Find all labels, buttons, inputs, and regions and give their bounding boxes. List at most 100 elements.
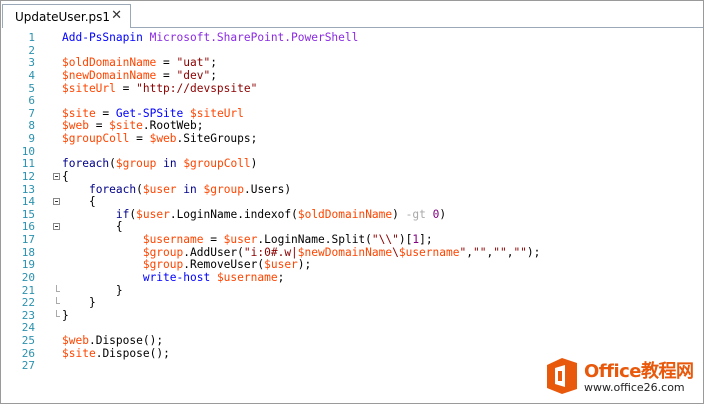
code-line: write-host $username; (62, 270, 682, 285)
code-token: write-host (142, 270, 211, 284)
code-token: Split (331, 233, 366, 246)
line-number: 26 (21, 346, 35, 360)
line-number: 12 (21, 169, 35, 183)
fold-end-marker (53, 309, 63, 323)
code-token: . (243, 182, 251, 196)
code-token: { (62, 195, 96, 209)
collapse-icon[interactable] (53, 198, 60, 206)
tab-bar: UpdateUser.ps1 ✕ (1, 1, 703, 28)
code-token: ]; (419, 233, 433, 246)
code-token: ; (210, 56, 217, 70)
code-token: AddUser (190, 245, 238, 259)
code-token: ( (109, 157, 116, 171)
line-number: 25 (21, 334, 35, 347)
line-number: 9 (28, 132, 35, 145)
code-token: $siteUrl (62, 81, 116, 95)
line-number: 14 (21, 195, 35, 209)
watermark-url: www.office26.com (584, 381, 685, 394)
code-token: ) (284, 182, 292, 196)
code-token: , (486, 245, 494, 259)
code-token: "http://devspsite" (136, 81, 258, 95)
code-line: $oldDomainName = "uat"; (62, 56, 682, 70)
code-area[interactable]: Add-PsSnapin Microsoft.SharePoint.PowerS… (62, 31, 682, 373)
code-token: $user (142, 182, 177, 196)
code-token: 0 (432, 207, 440, 221)
code-token: "" (513, 245, 527, 259)
tab-divider (131, 27, 703, 28)
code-token: Users (250, 182, 285, 196)
code-token (197, 183, 204, 196)
code-token: $user (223, 233, 258, 246)
close-icon[interactable]: ✕ (111, 8, 122, 23)
fold-row (53, 196, 63, 209)
code-token: $newDomainName (62, 68, 157, 82)
code-token: SiteGroups (183, 132, 251, 145)
code-token: . (183, 245, 190, 259)
code-token: $group (142, 258, 184, 272)
code-token: ); (297, 258, 312, 272)
line-number: 19 (21, 258, 35, 272)
code-token: = (156, 68, 177, 82)
code-token: $web (62, 334, 89, 347)
line-number: 5 (28, 81, 35, 95)
line-number: 10 (21, 144, 35, 158)
code-line: $web = $site.RootWeb; (62, 120, 682, 133)
code-line: $newDomainName = "dev"; (62, 68, 682, 83)
code-token: (); (149, 346, 170, 360)
code-token: in (183, 182, 197, 196)
code-token: $username (142, 233, 204, 246)
code-token: -gt (405, 207, 426, 221)
code-token: "" (472, 245, 487, 259)
code-token: ; (196, 119, 204, 133)
code-token: } (62, 296, 96, 310)
tab-updateuser[interactable]: UpdateUser.ps1 ✕ (2, 4, 131, 28)
line-number: 17 (21, 233, 35, 246)
code-token: . (169, 207, 177, 221)
fold-end-marker (53, 284, 63, 298)
code-line: { (62, 195, 682, 209)
code-token: ; (277, 270, 285, 284)
code-token: } (62, 308, 69, 322)
code-token: Microsoft.SharePoint.PowerShell (149, 31, 359, 44)
code-token: $groupColl (62, 132, 130, 145)
code-token: = (156, 56, 177, 70)
line-number: 11 (21, 157, 35, 171)
fold-row (53, 171, 63, 184)
code-token: "" (493, 245, 507, 259)
code-token: ); (526, 245, 541, 259)
fold-row (53, 221, 63, 234)
code-token: Get-SPSite (115, 106, 184, 120)
code-line: $web.Dispose(); (62, 334, 682, 348)
line-number: 20 (21, 270, 35, 284)
line-number: 7 (28, 106, 35, 120)
code-token: $oldDomainName (62, 56, 157, 70)
code-token: $groupColl (183, 157, 251, 171)
code-token: ; (250, 132, 258, 145)
line-number: 23 (21, 308, 35, 322)
line-number: 13 (21, 182, 35, 196)
code-token: ) (250, 157, 258, 171)
code-token: $newDomainName (297, 245, 393, 259)
code-token: $username (216, 270, 278, 284)
line-number: 21 (21, 283, 35, 297)
code-token: ) (439, 207, 447, 221)
code-line: { (62, 221, 682, 234)
collapse-icon[interactable] (53, 223, 60, 231)
line-number: 27 (21, 359, 35, 373)
collapse-icon[interactable] (53, 172, 60, 180)
code-line: $site = Get-SPSite $siteUrl (62, 106, 682, 121)
code-token (183, 107, 190, 120)
code-token: . (237, 207, 244, 221)
code-token: $group (115, 157, 157, 171)
code-line: Add-PsSnapin Microsoft.SharePoint.PowerS… (62, 31, 682, 45)
fold-end-marker (53, 297, 63, 310)
code-token (62, 271, 143, 284)
code-line: foreach($group in $groupColl) (62, 157, 682, 171)
code-line: { (62, 170, 682, 184)
code-token: = (95, 106, 116, 120)
code-line: $siteUrl = "http://devspsite" (62, 81, 682, 96)
code-token: 1 (412, 233, 420, 246)
code-token: foreach (88, 182, 137, 196)
